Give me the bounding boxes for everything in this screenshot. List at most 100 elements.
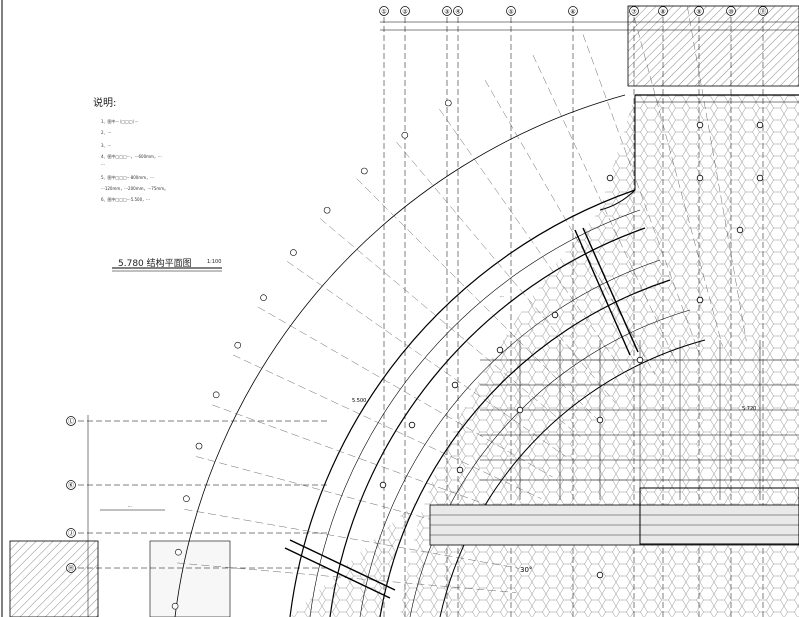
grid-bubble-top: ④ [453, 6, 463, 16]
svg-text:⑦: ⑦ [631, 9, 637, 16]
corridor-lines [430, 514, 799, 536]
outer-arc [174, 94, 626, 617]
top-dimension-lines [380, 21, 799, 31]
svg-text:⑧: ⑧ [660, 9, 665, 16]
radial-lines [177, 6, 747, 593]
radial-line [356, 178, 598, 420]
note-item: 6、图中□□□···5.500，··· [101, 197, 150, 202]
note-item: 3、··· [101, 143, 112, 148]
note-item: 4、图中□□□···，···600mm，··· [101, 154, 162, 159]
column-marker [596, 571, 604, 579]
svg-text:Ⓙ: Ⓙ [68, 530, 74, 538]
column-marker [696, 296, 704, 304]
arc-marker [290, 249, 297, 256]
note-item: ··· [101, 162, 105, 167]
callout-left: ··· [128, 504, 132, 509]
svg-text:Ⓗ: Ⓗ [68, 565, 74, 573]
plan-scale: 1:100 [207, 259, 222, 265]
grid-bubble-top: ⑩ [726, 6, 736, 16]
column-marker [379, 481, 387, 489]
svg-text:②: ② [402, 9, 408, 16]
svg-text:⑪: ⑪ [760, 8, 766, 16]
note-item: 5、图中□□□···800mm，··· [101, 175, 154, 180]
tower-outline [599, 95, 636, 211]
radial-line [233, 354, 542, 499]
callout-right: ··· [500, 294, 504, 299]
radial-line [687, 6, 747, 342]
arc-marker [361, 167, 368, 175]
note-item: 1、图中···（□□□）··· [101, 119, 139, 124]
svg-text:④: ④ [455, 9, 460, 16]
svg-text:①: ① [381, 9, 386, 16]
grid-bubble-top: ⑧ [658, 6, 668, 16]
radial-line [184, 509, 520, 569]
level-label-mid: 5.720 [742, 406, 756, 412]
grid-bubble-top: ⑦ [629, 6, 639, 16]
grid-bubble-left: Ⓛ [66, 416, 76, 426]
arc-marker [195, 442, 203, 450]
radial-line [439, 109, 635, 388]
outer-arc-ticks [171, 99, 452, 610]
column-marker [736, 226, 744, 234]
grid-bubble-top: ① [379, 6, 389, 16]
column-marker [496, 346, 504, 354]
hex-region [400, 95, 799, 617]
column-marker [596, 416, 604, 424]
radial-line [319, 218, 581, 438]
stair-box [639, 487, 799, 545]
column-marker [756, 174, 764, 182]
arc-marker [212, 391, 220, 399]
radial-line [257, 306, 553, 478]
notes-title: 说明: [93, 98, 117, 109]
grid-bubble-left: Ⓙ [66, 528, 76, 538]
svg-text:⑨: ⑨ [696, 9, 701, 16]
grid-bubble-top: ③ [442, 6, 452, 16]
interior-grid [480, 340, 799, 500]
arc-marker [445, 99, 452, 107]
plan-title: 5.780 结构平面图 [118, 259, 192, 269]
column-marker [408, 421, 416, 429]
column-marker [756, 121, 764, 129]
grid-bubble-top: ⑥ [568, 6, 578, 16]
column-marker [516, 406, 524, 414]
column-markers [379, 121, 764, 579]
svg-text:Ⓛ: Ⓛ [68, 418, 74, 426]
column-marker [456, 466, 464, 474]
hatched-block-bottom-left [9, 540, 99, 617]
radial-line [582, 34, 700, 354]
radial-line [212, 404, 532, 522]
arc-marker [234, 341, 242, 349]
grid-bubble-top: ⑨ [694, 6, 704, 16]
arc-marker [175, 548, 182, 556]
column-marker [636, 356, 644, 364]
radial-line [396, 141, 616, 403]
arc-marker [401, 131, 409, 139]
svg-text:⑥: ⑥ [570, 9, 575, 16]
left-grid-lines [78, 415, 330, 617]
arc-marker [171, 602, 179, 610]
hatched-block-top-right [627, 5, 799, 87]
column-marker [696, 174, 704, 182]
level-label-left: 5.500 [352, 398, 366, 404]
grid-bubble-left: Ⓚ [66, 480, 76, 490]
diagonal-beams [284, 227, 639, 599]
grid-bubble-top: ② [400, 6, 410, 16]
note-item: 2、··· [101, 130, 112, 135]
svg-text:⑩: ⑩ [728, 9, 733, 16]
slab-bottom [149, 540, 231, 617]
radial-line [532, 55, 677, 364]
svg-text:③: ③ [444, 9, 449, 16]
radial-line [634, 18, 723, 347]
grid-bubble-left: Ⓗ [66, 563, 76, 573]
column-marker [696, 121, 704, 129]
column-marker [551, 311, 559, 319]
arc-marker [183, 495, 190, 502]
note-item: ···120mm，···200mm，···75mm。 [101, 186, 169, 191]
svg-text:Ⓚ: Ⓚ [68, 482, 74, 490]
column-marker [451, 381, 459, 389]
grid-bubble-top: ⑤ [506, 6, 516, 16]
left-grid-bubbles: Ⓛ Ⓚ Ⓙ Ⓗ [66, 416, 76, 573]
arc-marker [323, 206, 331, 214]
